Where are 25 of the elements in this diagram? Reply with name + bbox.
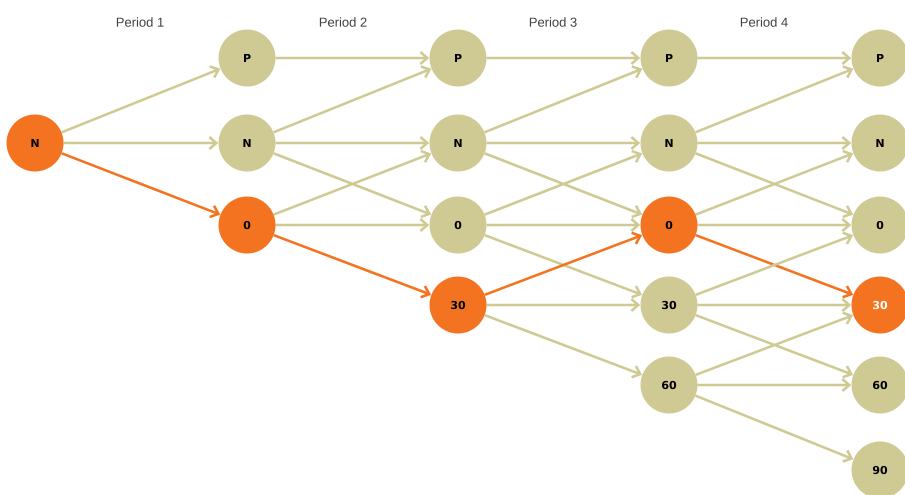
arrow xyxy=(484,314,642,378)
period-label: Period 1 xyxy=(116,17,164,27)
arrow xyxy=(276,51,430,65)
arrow xyxy=(484,65,642,134)
arrow xyxy=(698,218,852,232)
arrow xyxy=(486,136,640,150)
arrow xyxy=(61,65,220,134)
arrow xyxy=(698,51,852,65)
arrow xyxy=(486,51,640,65)
period-label: Period 2 xyxy=(320,17,367,27)
arrow xyxy=(486,218,640,232)
arrow xyxy=(695,394,854,463)
arrow xyxy=(273,65,432,134)
arrow xyxy=(698,378,852,392)
arrow xyxy=(486,298,640,312)
arrow xyxy=(698,136,852,150)
period-label: Period 4 xyxy=(740,17,788,27)
arrow xyxy=(698,298,852,312)
arrow xyxy=(61,152,220,218)
arrow xyxy=(273,234,432,298)
arrow xyxy=(695,65,854,134)
arrow xyxy=(276,136,430,150)
period-label: Period 3 xyxy=(530,17,577,27)
arrow xyxy=(64,136,218,150)
arrow xyxy=(276,218,430,232)
